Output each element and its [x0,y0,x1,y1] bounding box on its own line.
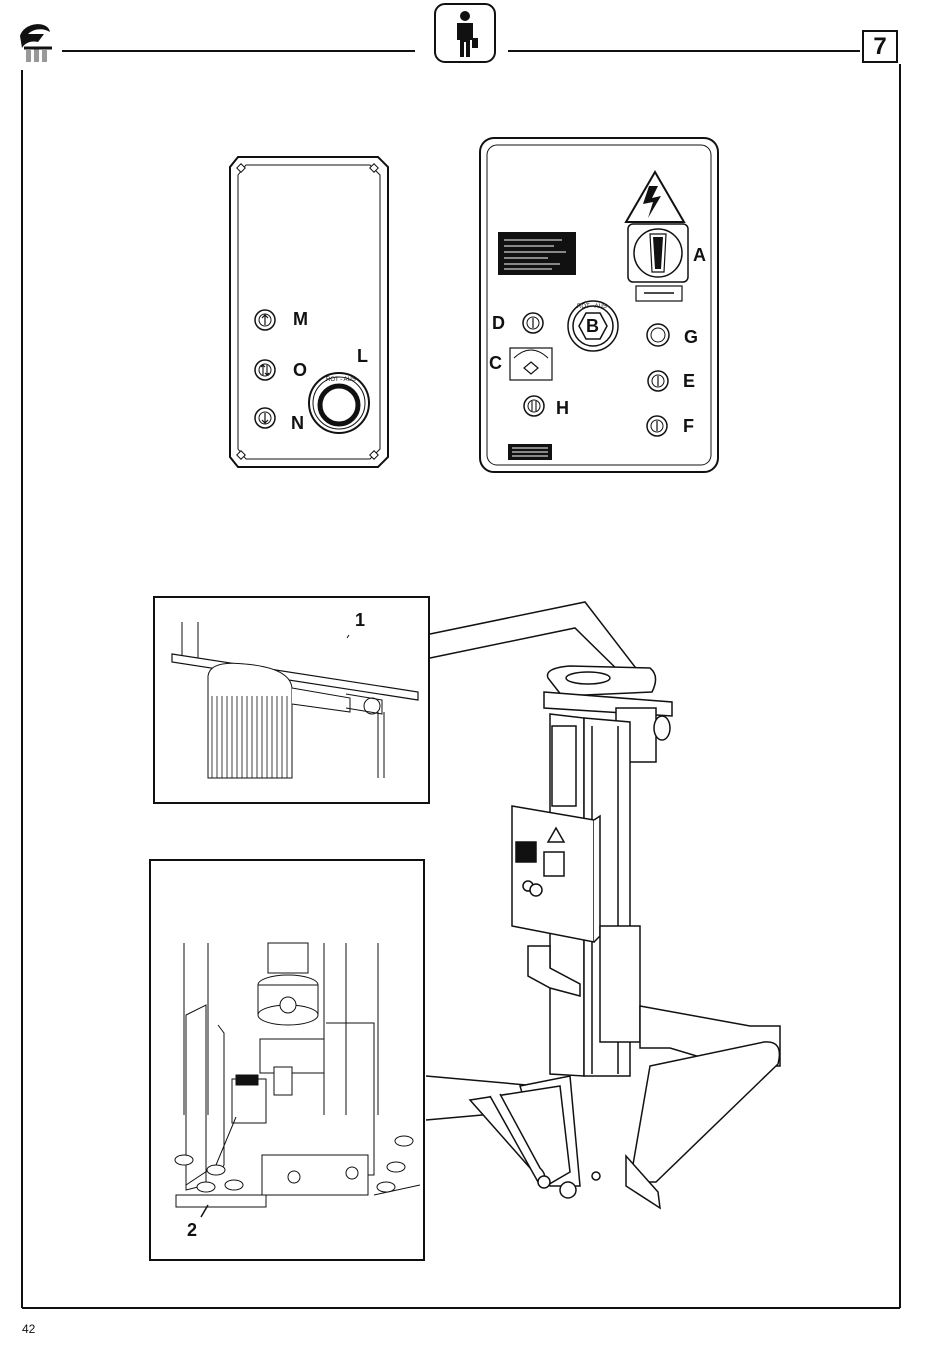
label-h: H [556,398,569,419]
button-d [523,313,543,333]
label-o: O [293,360,307,381]
operator-person-icon [433,2,497,64]
up-down-button-o [255,360,275,380]
knob-ring-text-large: ROT - AUS [577,304,607,310]
label-e: E [683,371,695,392]
knob-ring-text-small: ROT - AUS [326,377,356,383]
column-lift-illustration [420,596,800,1236]
label-m: M [293,309,308,330]
label-a: A [693,245,706,266]
callout-2: 2 [187,1220,197,1241]
label-g: G [684,327,698,348]
page-number: 42 [22,1322,35,1336]
label-l: L [357,346,368,367]
button-e [648,371,668,391]
label-c: C [489,353,502,374]
label-d: D [492,313,505,334]
section-number-box: 7 [862,30,898,63]
main-switch-a [628,224,688,301]
label-n: N [291,413,304,434]
indicator-lamp-g [647,324,669,346]
button-h [524,396,544,416]
button-f [647,416,667,436]
indicator-gauge-c [510,348,552,380]
pendant-control-panel: ROT - AUS [228,153,398,473]
down-button-n [255,408,275,428]
detail-inset-2 [146,855,431,1265]
up-button-m [255,310,275,330]
section-number: 7 [873,35,886,59]
callout-1: 1 [355,610,365,631]
brand-logo-icon [14,18,62,66]
detail-inset-1 [150,592,435,807]
label-b: B [586,316,599,337]
label-f: F [683,416,694,437]
